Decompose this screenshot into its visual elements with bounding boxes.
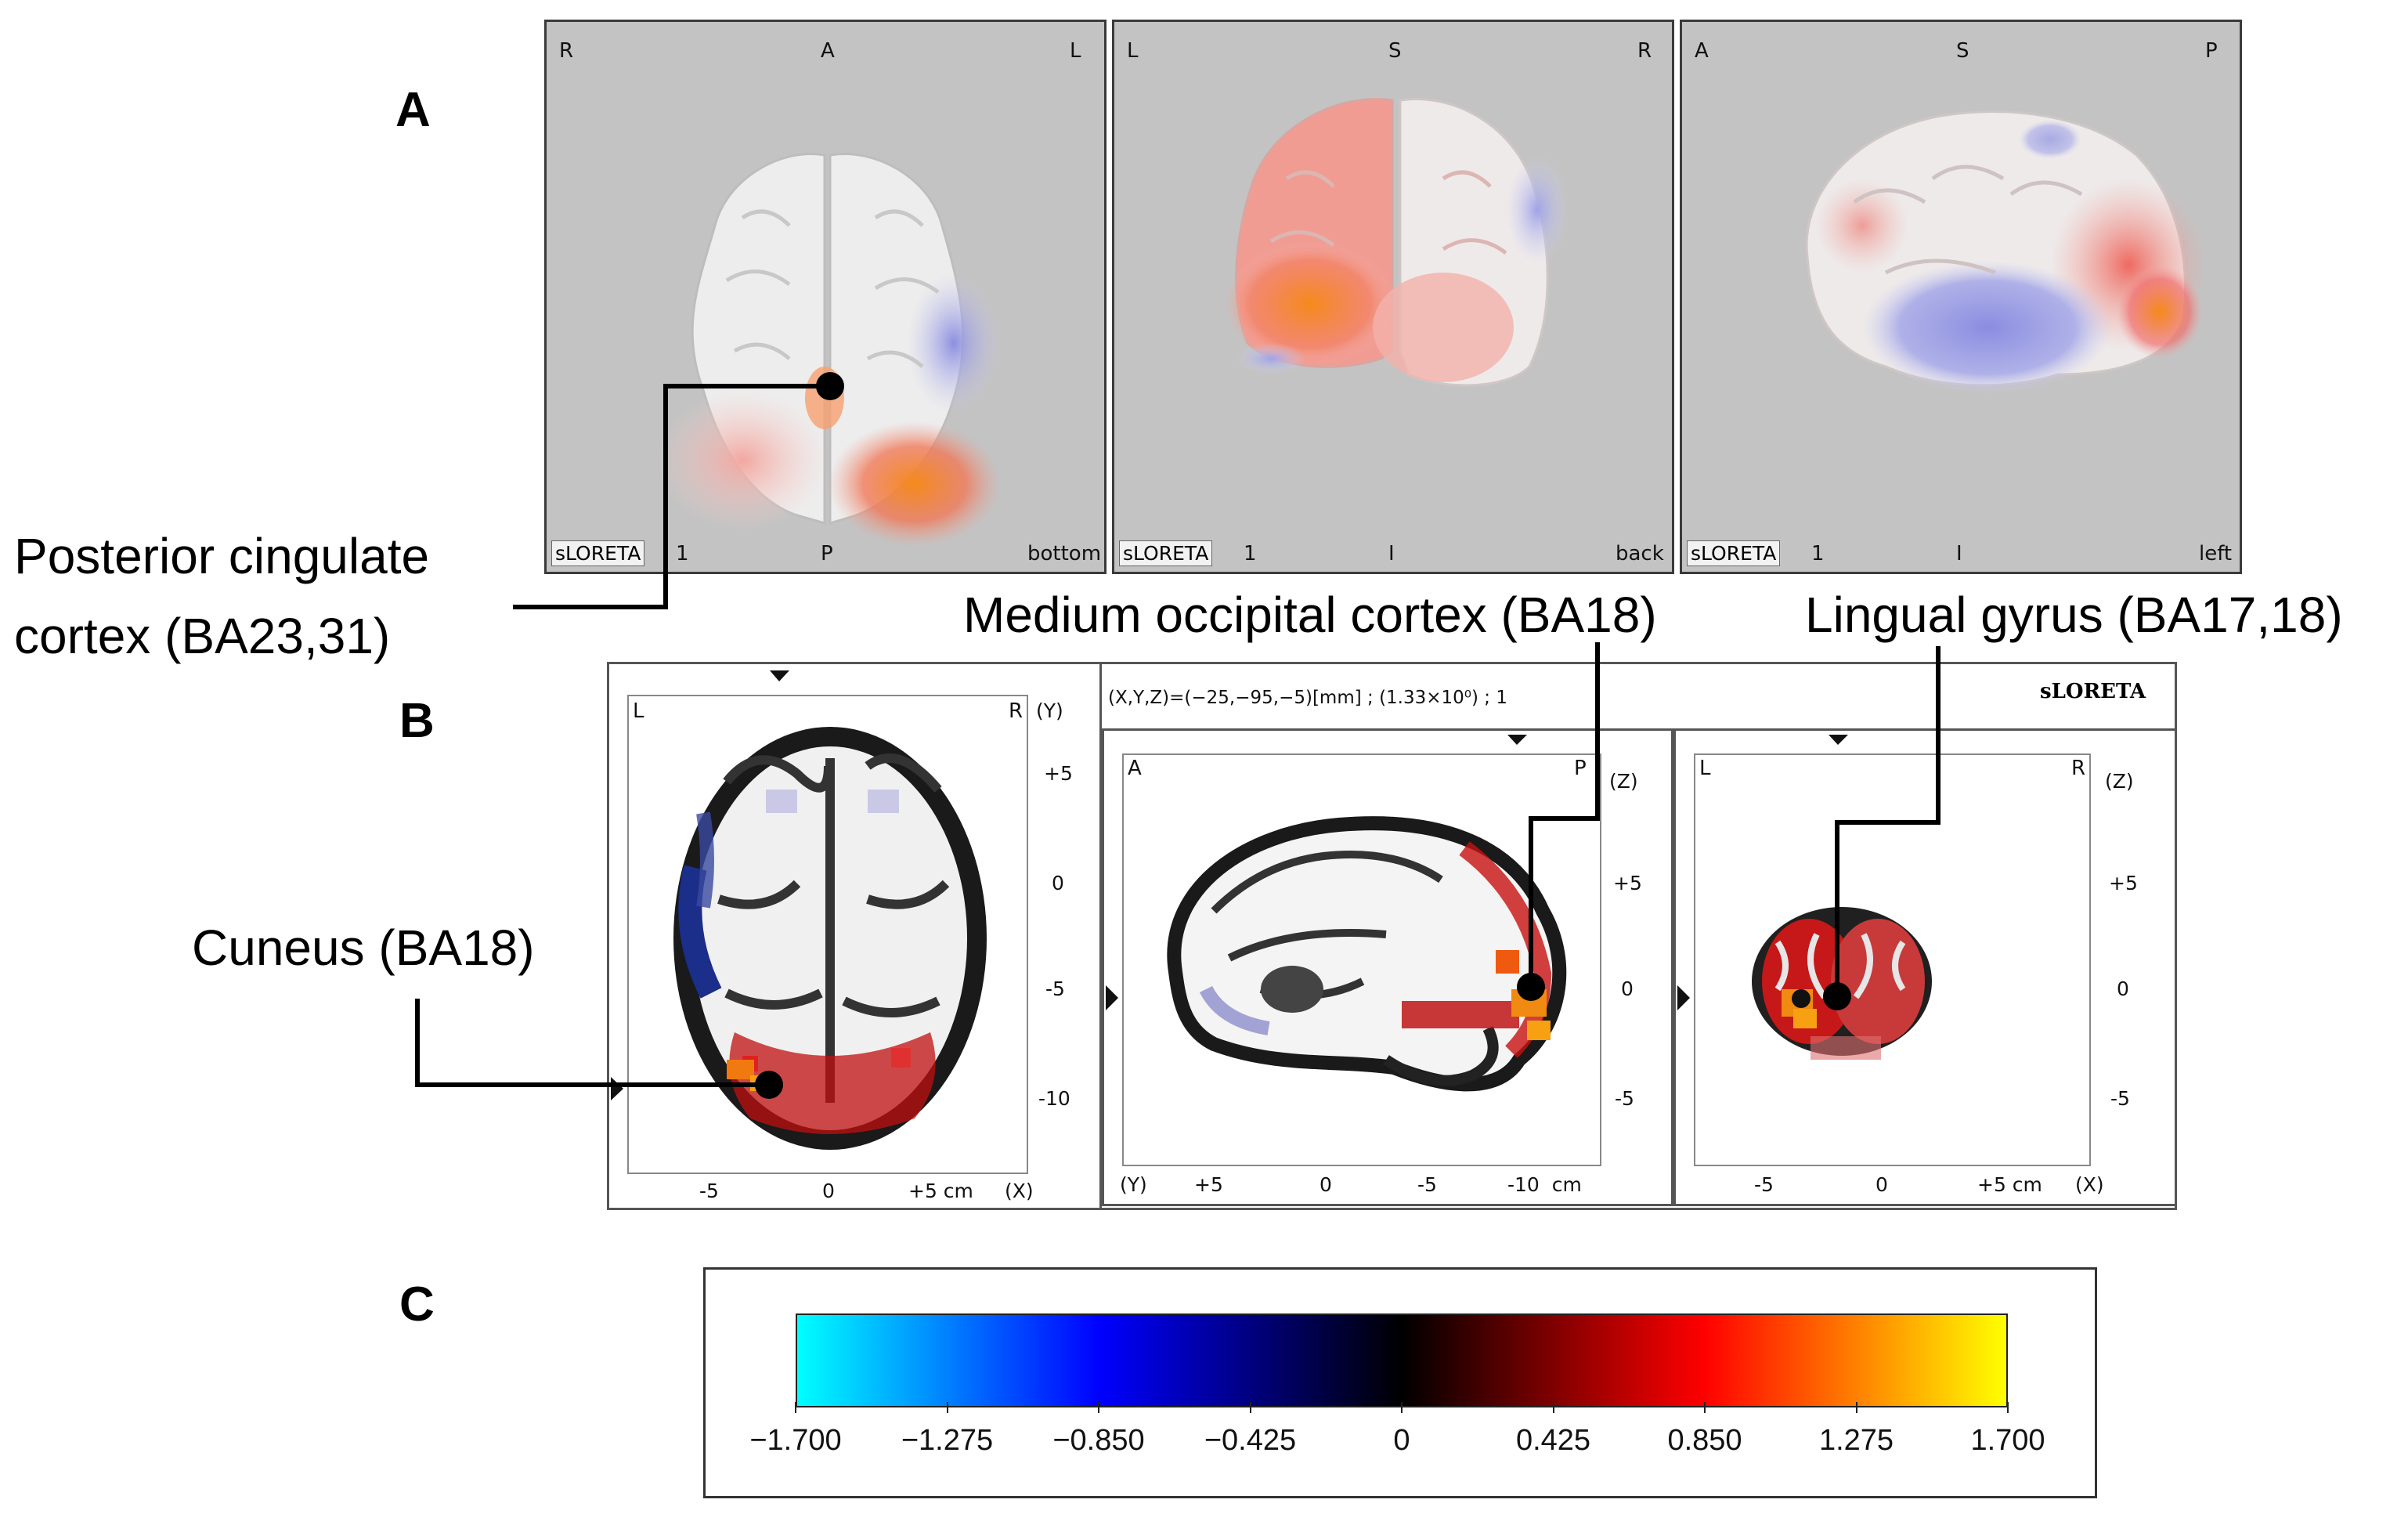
y-tick: -10 [1038, 1087, 1070, 1110]
orient-right: R [1009, 699, 1023, 723]
panel-label-a: A [395, 83, 431, 137]
frame-number: 1 [1811, 542, 1825, 565]
y-tick: 0 [1052, 872, 1064, 894]
label-cuneus: Cuneus (BA18) [192, 920, 535, 976]
axial-slice-panel[interactable]: L R (Y) +5 0 -5 -10 -5 0 +5 cm (X) [607, 662, 1102, 1210]
method-label: sLORETA [2040, 680, 2146, 703]
colorbar-tick-label: 1.700 [1970, 1424, 2045, 1457]
axial-brain-image [673, 727, 987, 1150]
colorbar-tick-mark [1552, 1402, 1554, 1413]
colorbar-tick-mark [946, 1402, 948, 1413]
orient-top-center: S [1956, 39, 1969, 63]
colorbar-tick-label: 0.425 [1515, 1424, 1591, 1457]
label-lingual-gyrus: Lingual gyrus (BA17,18) [1805, 587, 2343, 643]
colorbar-tick-label: −1.275 [901, 1424, 994, 1457]
view-name: back [1616, 542, 1664, 565]
orient-top-right: R [1637, 39, 1652, 63]
method-label: sLORETA [1119, 540, 1213, 566]
frame-number: 1 [1244, 542, 1257, 565]
panel-label-c: C [399, 1277, 435, 1332]
coronal-slice-panel[interactable]: L R (Z) +5 0 -5 -5 0 +5 cm (X) [1673, 728, 2177, 1206]
colorbar-tick-label: −0.850 [1052, 1424, 1145, 1457]
axis-label-bottom: (X) [1005, 1180, 1034, 1202]
orient-top-left: A [1695, 39, 1709, 63]
x-tick: 0 [1875, 1173, 1888, 1196]
coords-readout: (X,Y,Z)=(−25,−95,−5)[mm] ; (1.33×10⁰) ; … [1108, 688, 1507, 708]
orient-bottom-center: I [1956, 542, 1962, 565]
y-tick: -5 [1615, 1087, 1634, 1110]
orient-top-right: L [1070, 39, 1081, 63]
sagittal-slice-panel[interactable]: A P (Z) +5 0 -5 (Y) +5 0 -5 -10 cm [1102, 728, 1673, 1206]
y-tick: 0 [1621, 977, 1634, 1000]
axis-label-right: (Y) [1036, 699, 1063, 722]
orient-right: P [1574, 757, 1587, 780]
view-name: bottom [1027, 542, 1102, 565]
x-tick: +5 cm [1977, 1173, 2042, 1196]
colorbar-tick-label: −0.425 [1204, 1424, 1297, 1457]
colorbar-tick-mark [1401, 1402, 1403, 1413]
sagittal-view-markers [1122, 735, 1601, 1166]
axial-view-markers [627, 670, 1028, 1174]
x-tick: 0 [822, 1180, 835, 1202]
colorbar-tick-mark [795, 1402, 796, 1413]
colorbar-tick-mark [1098, 1402, 1099, 1413]
orient-top-left: L [1127, 39, 1139, 63]
orient-top-right: P [2205, 39, 2218, 63]
colorbar-tick-label: −1.700 [749, 1424, 842, 1457]
label-posterior-cingulate-line1: Posterior cingulate [14, 528, 430, 584]
method-label: sLORETA [1687, 540, 1781, 566]
frame-number: 1 [676, 542, 689, 565]
orient-top-left: R [559, 39, 574, 63]
colorbar-gradient [796, 1313, 2008, 1407]
y-tick: +5 [2109, 872, 2138, 894]
y-tick: +5 [1044, 762, 1073, 785]
colorbar-tick-label: 0 [1393, 1424, 1410, 1457]
x-tick: +5 cm [908, 1180, 973, 1202]
orient-right: R [2071, 757, 2086, 780]
colorbar-tick-mark [2007, 1402, 2009, 1413]
x-tick: -10 cm [1507, 1173, 1582, 1196]
view-3d-back[interactable]: L S R sLORETA 1 I back [1112, 20, 1674, 574]
view-3d-left[interactable]: A S P sLORETA 1 I left [1680, 20, 2242, 574]
orient-left: L [1699, 757, 1711, 780]
y-tick: +5 [1613, 872, 1642, 894]
panel-label-b: B [399, 694, 435, 748]
x-tick: 0 [1320, 1173, 1332, 1196]
x-tick: +5 [1194, 1173, 1223, 1196]
orient-left: L [633, 699, 644, 723]
orient-bottom-center: P [821, 542, 833, 565]
colorbar-tick-mark [1249, 1402, 1251, 1413]
view-3d-bottom[interactable]: R A L sLORETA 1 P bottom [544, 20, 1107, 574]
x-tick: -5 [1754, 1173, 1774, 1196]
orient-left: A [1128, 757, 1142, 780]
colorbar-tick-label: 1.275 [1818, 1424, 1894, 1457]
colorbar-tick-label: 0.850 [1667, 1424, 1742, 1457]
x-tick: -5 [1417, 1173, 1437, 1196]
view-name: left [2199, 542, 2233, 565]
colorbar-tick-mark [1704, 1402, 1706, 1413]
method-label: sLORETA [551, 540, 645, 566]
y-tick: -5 [1045, 977, 1065, 1000]
brain-bottom-view [656, 153, 1001, 547]
orient-top-center: S [1388, 39, 1402, 63]
label-posterior-cingulate-line2: cortex (BA23,31) [14, 608, 391, 664]
brain-left-view [1805, 110, 2207, 394]
sagittal-brain-image [1167, 816, 1567, 1092]
coronal-brain-image [1752, 907, 1932, 1060]
axis-label-bottom: (Y) [1120, 1173, 1147, 1196]
y-tick: 0 [2117, 977, 2129, 1000]
y-tick: -5 [2110, 1087, 2130, 1110]
axis-label-bottom: (X) [2075, 1173, 2104, 1196]
x-tick: -5 [699, 1180, 719, 1202]
axis-label-right: (Z) [2105, 770, 2134, 793]
axis-label-right: (Z) [1609, 770, 1638, 793]
orient-bottom-center: I [1388, 542, 1395, 565]
brain-back-view [1224, 98, 1569, 387]
colorbar-tick-mark [1855, 1402, 1857, 1413]
orient-top-center: A [821, 39, 835, 63]
label-medium-occipital: Medium occipital cortex (BA18) [963, 587, 1657, 643]
